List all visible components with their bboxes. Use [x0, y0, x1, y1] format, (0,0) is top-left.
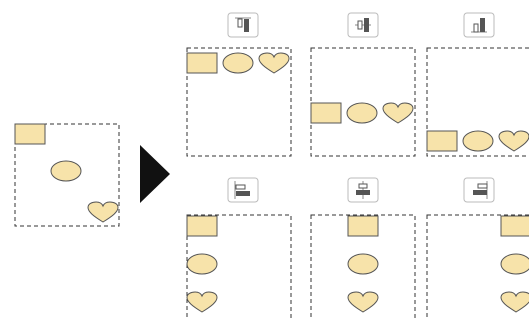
align-center-button[interactable] [347, 177, 379, 203]
ellipse-shape [222, 52, 254, 74]
icon-bar [473, 190, 487, 195]
heart-shape [87, 201, 119, 223]
icon-outline-bar [477, 183, 488, 189]
icon-bar [480, 18, 485, 32]
align-middle-button[interactable] [347, 12, 379, 38]
variant-align-center [310, 177, 416, 320]
result-box [310, 214, 416, 320]
icon-bar [236, 191, 250, 196]
heart-shape [500, 291, 529, 313]
ellipse-shape [346, 102, 378, 124]
variant-align-right [426, 177, 529, 320]
align-right-button[interactable] [463, 177, 495, 203]
icon-bar [356, 190, 370, 195]
align-bottom-icon [471, 18, 487, 33]
variant-align-left [186, 177, 292, 320]
variant-align-top [186, 12, 292, 157]
result-box [186, 47, 292, 157]
result-box [186, 214, 292, 320]
align-top-button[interactable] [227, 12, 259, 38]
heart-shape [186, 291, 218, 313]
rectangle-shape [14, 123, 46, 145]
result-box [426, 214, 529, 320]
rectangle-shape [347, 215, 379, 237]
icon-outline-bar [237, 18, 243, 28]
ellipse-shape [462, 130, 494, 152]
rectangle-shape [186, 52, 218, 74]
source-box [14, 123, 120, 227]
align-horizontal-center-icon [356, 181, 370, 199]
align-right-icon [473, 181, 488, 199]
icon-bar [364, 18, 369, 32]
ellipse-shape [347, 253, 379, 275]
align-vertical-center-icon [355, 18, 371, 32]
rectangle-shape [500, 215, 529, 237]
align-bottom-button[interactable] [463, 12, 495, 38]
align-left-button[interactable] [227, 177, 259, 203]
button-frame[interactable] [227, 177, 259, 203]
heart-shape [498, 130, 529, 152]
button-frame[interactable] [463, 12, 495, 38]
align-left-icon [234, 181, 250, 199]
variant-align-bottom [426, 12, 529, 157]
ellipse-shape [500, 253, 529, 275]
heart-shape [382, 102, 414, 124]
heart-shape [347, 291, 379, 313]
ellipse-shape [186, 253, 218, 275]
icon-outline-bar [473, 23, 479, 33]
result-box [426, 47, 529, 157]
ellipse-shape [50, 160, 82, 182]
variant-align-middle [310, 12, 416, 157]
icon-outline-bar [235, 184, 246, 190]
icon-bar [244, 19, 249, 32]
rectangle-shape [310, 102, 342, 124]
icon-outline-bar [357, 20, 363, 30]
right-triangle-arrow-icon [140, 145, 170, 203]
heart-shape [258, 52, 290, 74]
source-box-border [14, 123, 120, 227]
rectangle-shape [426, 130, 458, 152]
result-box [310, 47, 416, 157]
button-frame[interactable] [227, 12, 259, 38]
rectangle-shape [186, 215, 218, 237]
align-top-icon [235, 17, 251, 32]
icon-outline-bar [358, 183, 368, 189]
